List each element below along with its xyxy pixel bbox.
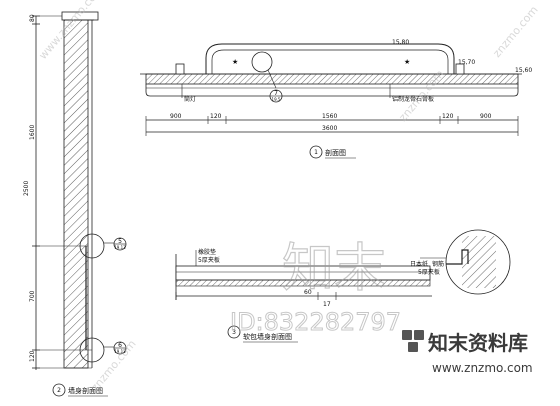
svg-text:19.13: 19.13 [114, 349, 126, 354]
top-section: ★ ★ 15,80 15,70 15,60 筒灯 铝制龙骨石膏板 7 19.5 … [140, 39, 532, 159]
dim-label: 900 [170, 113, 182, 120]
dim-label: 15,80 [392, 39, 409, 46]
label-rubber: 橡胶垫 [198, 248, 216, 256]
watermark-big: 知末 [282, 239, 386, 299]
label-paper: 日本纸 [410, 260, 428, 268]
detail-circle [79, 337, 105, 363]
label-plywood-2: 5厚夹板 [418, 268, 440, 276]
star-mark: ★ [404, 58, 410, 66]
watermark-tile: znzmo.com [88, 337, 138, 393]
brand-logo: 知末资料库 www.znzmo.com [402, 330, 533, 375]
dim-label: 120 [210, 113, 222, 120]
svg-text:1: 1 [314, 149, 318, 156]
detail-circle [251, 51, 273, 73]
label-plywood: 5厚夹板 [198, 256, 220, 264]
svg-text:5: 5 [118, 238, 122, 245]
caption-1: 1 剖面图 [309, 145, 356, 159]
dim-label: 900 [480, 113, 492, 120]
svg-text:3: 3 [232, 329, 236, 336]
dim-label: 120 [442, 113, 454, 120]
wall-hatch [63, 19, 89, 369]
label-downlight: 筒灯 [184, 95, 196, 103]
dim-label: 2500 [23, 181, 30, 196]
dim-label: 120 [29, 350, 36, 362]
watermark-tile: znzmo.com [490, 3, 540, 59]
label-gypsum: 铝制龙骨石膏板 [392, 95, 434, 103]
dim-label: 15,60 [515, 67, 532, 74]
dim-label: 15,70 [458, 59, 475, 66]
svg-text:19.13: 19.13 [114, 245, 126, 250]
bottom-section: 60 17 橡胶垫 5厚夹板 日本纸 钢筋 5厚夹板 3 软包墙身剖面图 [175, 229, 511, 343]
dim-label: 1560 [322, 113, 337, 120]
svg-text:7: 7 [274, 90, 278, 97]
dim-label: 60 [304, 289, 312, 296]
dim-label: 17 [323, 301, 331, 308]
dim-label: 3600 [322, 125, 337, 132]
label-rebar: 钢筋 [432, 260, 444, 268]
svg-text:6: 6 [118, 342, 122, 349]
callout-5: 5 19.13 [113, 237, 127, 251]
callout-7: 7 19.5 [269, 89, 283, 103]
caption-2: 2 墙身剖面图 [52, 383, 108, 397]
dim-label: 1600 [29, 125, 36, 140]
detail-circle [79, 233, 105, 259]
watermark-id: ID:832282797 [230, 308, 401, 336]
ceiling-band [145, 73, 519, 85]
brand-url: www.znzmo.com [432, 361, 533, 375]
svg-text:19.5: 19.5 [272, 97, 281, 102]
detail-circle-large [445, 229, 511, 295]
dim-label: 80 [29, 14, 36, 22]
svg-text:2: 2 [57, 387, 61, 394]
svg-text:墙身剖面图: 墙身剖面图 [68, 386, 103, 395]
brand-name: 知末资料库 [428, 331, 528, 355]
svg-text:软包墙身剖面图: 软包墙身剖面图 [243, 332, 292, 341]
dim-label: 700 [29, 290, 36, 302]
callout-6: 6 19.13 [113, 341, 127, 355]
star-mark: ★ [232, 58, 238, 66]
caption-3: 3 软包墙身剖面图 [227, 325, 298, 343]
left-elevation: 80 1600 2500 700 120 5 19.13 6 1 [23, 11, 127, 397]
svg-text:剖面图: 剖面图 [325, 148, 346, 157]
